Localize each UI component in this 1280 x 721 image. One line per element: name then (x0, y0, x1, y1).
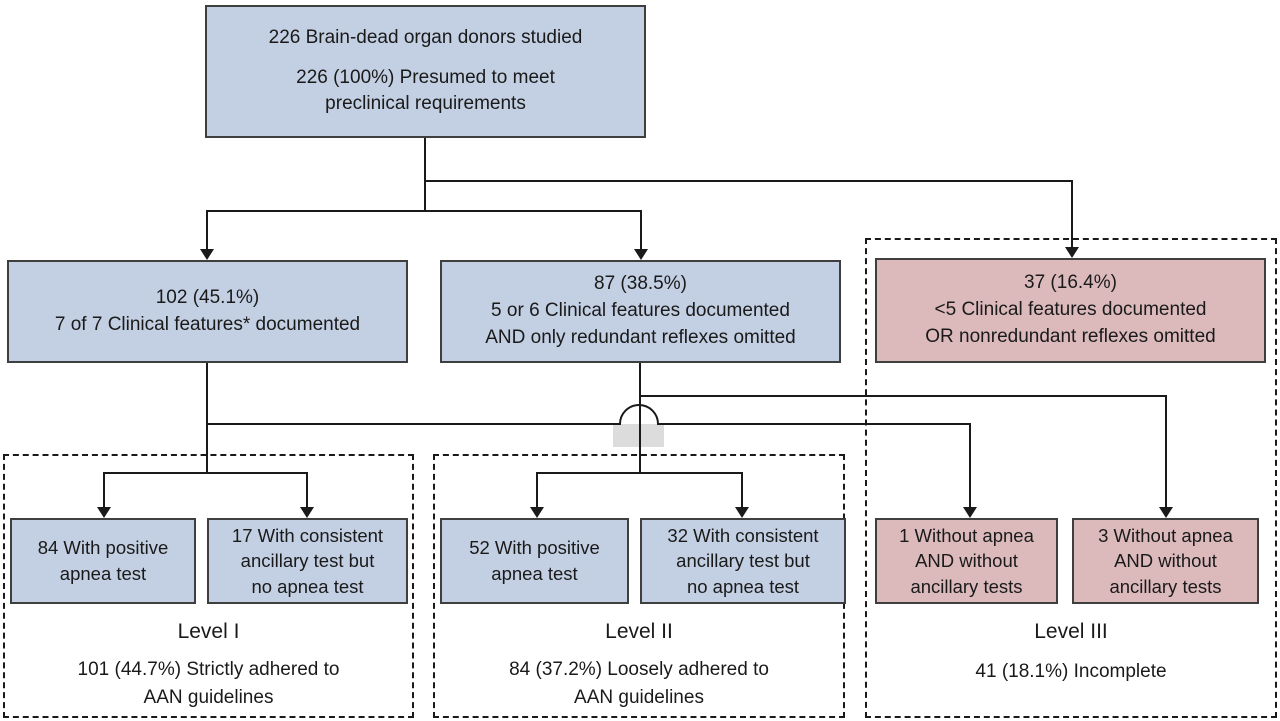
node-root: 226 Brain-dead organ donors studied 226 … (205, 5, 646, 138)
level3-caption: 41 (18.1%) Incomplete (865, 658, 1277, 686)
edge-level2-bracket (536, 472, 743, 510)
level2-caption-line2: AAN guidelines (574, 686, 704, 708)
node-level3-no-tests-a-line1: 1 Without apnea (899, 524, 1034, 546)
node-clinical-7of7-line1: 102 (45.1%) (155, 286, 260, 308)
node-level3-no-tests-a-line3: ancillary tests (910, 575, 1023, 597)
arrowhead-to-52 (530, 507, 544, 518)
edge-level1-bracket (103, 472, 308, 510)
arrowhead-to-32 (735, 507, 749, 518)
node-clinical-5or6-line2: 5 or 6 Clinical features documented (491, 300, 790, 322)
node-level2-ancillary: 32 With consistent ancillary test but no… (640, 518, 846, 604)
node-clinical-5or6: 87 (38.5%) 5 or 6 Clinical features docu… (440, 260, 841, 363)
edge-5or6-to-3without (640, 395, 1167, 510)
node-root-line1: 226 Brain-dead organ donors studied (268, 26, 583, 48)
node-level3-no-tests-b: 3 Without apnea AND without ancillary te… (1072, 518, 1259, 604)
node-clinical-7of7-line2: 7 of 7 Clinical features* documented (54, 313, 361, 335)
node-clinical-lt5-line1: 37 (16.4%) (1024, 272, 1117, 294)
artifact-gray-rect (613, 424, 664, 447)
level3-label: Level III (1034, 620, 1108, 643)
level1-caption: 101 (44.7%) Strictly adhered to AAN guid… (3, 656, 414, 711)
node-level2-apnea-line2: apnea test (491, 563, 578, 584)
level2-caption: 84 (37.2%) Loosely adhered to AAN guidel… (433, 656, 845, 711)
level3-caption-line1: 41 (18.1%) Incomplete (975, 661, 1167, 682)
edge-7of7-to-1without (207, 404, 971, 510)
node-level1-apnea-line1: 84 With positive (37, 537, 169, 559)
arrowhead-to-3without (1159, 507, 1173, 518)
edge-root-bracket (206, 210, 642, 251)
node-level2-ancillary-line3: no apnea test (686, 575, 800, 597)
level1-caption-line2: AAN guidelines (143, 686, 274, 708)
node-root-line2: 226 (100%) Presumed to meet (296, 66, 555, 88)
node-level3-no-tests-b-line2: AND without (1114, 550, 1217, 572)
node-clinical-5or6-line3: AND only redundant reflexes omitted (485, 326, 796, 348)
node-level3-no-tests-b-line1: 3 Without apnea (1098, 524, 1233, 546)
node-level3-no-tests-a-line2: AND without (915, 550, 1018, 572)
arrowhead-to-17 (300, 507, 314, 518)
arrowhead-to-5or6 (634, 249, 648, 260)
node-level1-ancillary-line1: 17 With consistent (231, 524, 384, 546)
node-level2-apnea: 52 With positive apnea test (440, 518, 629, 604)
node-level3-no-tests-b-line3: ancillary tests (1109, 575, 1222, 597)
node-level1-apnea: 84 With positive apnea test (10, 518, 196, 604)
level2-label: Level II (605, 620, 673, 643)
node-clinical-7of7: 102 (45.1%) 7 of 7 Clinical features* do… (7, 260, 408, 363)
arrowhead-to-lt5 (1065, 247, 1079, 258)
node-level2-ancillary-line2: ancillary test but (676, 550, 810, 572)
node-level1-ancillary-line2: ancillary test but (240, 550, 375, 572)
node-root-line3: preclinical requirements (325, 93, 526, 115)
level1-caption-line1: 101 (44.7%) Strictly adhered to (77, 659, 340, 680)
node-level1-ancillary: 17 With consistent ancillary test but no… (207, 518, 408, 604)
node-level1-ancillary-line3: no apnea test (251, 575, 364, 597)
node-clinical-lt5: 37 (16.4%) <5 Clinical features document… (875, 258, 1266, 363)
edge-root-to-lt5 (424, 180, 1073, 250)
node-level1-apnea-line2: apnea test (59, 563, 147, 584)
arrowhead-to-7of7 (200, 249, 214, 260)
level1-label: Level I (177, 620, 240, 643)
level2-caption-line1: 84 (37.2%) Loosely adhered to (509, 659, 769, 680)
arrowhead-to-84 (97, 507, 111, 518)
node-clinical-lt5-line2: <5 Clinical features documented (934, 299, 1207, 321)
node-clinical-5or6-line1: 87 (38.5%) (594, 273, 687, 295)
node-level3-no-tests-a: 1 Without apnea AND without ancillary te… (875, 518, 1058, 604)
node-level2-ancillary-line1: 32 With consistent (667, 524, 819, 546)
node-level2-apnea-line1: 52 With positive (469, 537, 600, 559)
arrowhead-to-1without (963, 507, 977, 518)
node-clinical-lt5-line3: OR nonredundant reflexes omitted (925, 325, 1216, 347)
level1-container (3, 454, 414, 718)
